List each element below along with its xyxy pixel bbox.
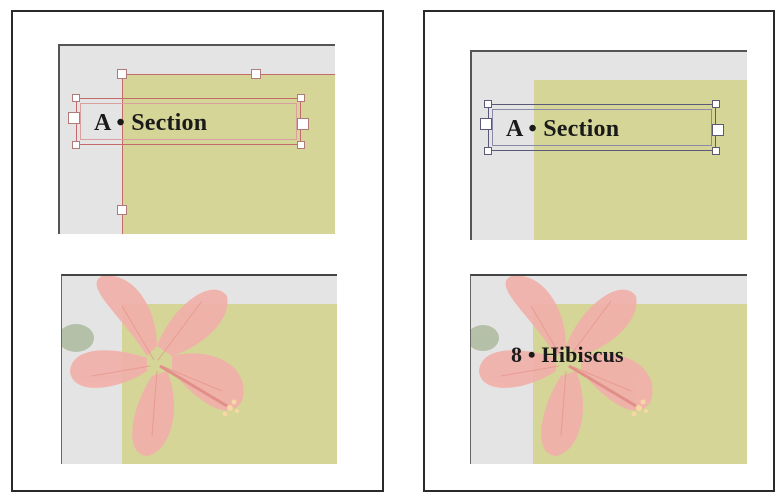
section-page-text: 8 • Hibiscus <box>511 342 624 367</box>
text-frame-handle[interactable] <box>712 147 720 155</box>
right-page: A • Section 8 • Hibiscus <box>423 10 775 492</box>
text-frame-handle[interactable] <box>72 94 80 102</box>
right-document-frame: 8 • Hibiscus <box>470 274 747 464</box>
text-frame-handle[interactable] <box>484 100 492 108</box>
text-frame-inner <box>492 109 712 146</box>
text-frame-handle[interactable] <box>72 141 80 149</box>
out-port[interactable] <box>297 118 309 130</box>
hibiscus-flower-image <box>62 276 244 456</box>
out-port[interactable] <box>712 124 724 136</box>
graphic-frame-selection[interactable] <box>122 74 335 234</box>
right-master-frame: A • Section <box>470 50 747 240</box>
text-frame-handle[interactable] <box>297 141 305 149</box>
left-master-frame: A • Section <box>58 44 335 234</box>
section-marker-text: A • Section <box>506 116 620 142</box>
left-page: A • Section <box>11 10 384 492</box>
text-frame-handle[interactable] <box>297 94 305 102</box>
graphic-frame-handle[interactable] <box>117 205 127 215</box>
section-marker-text: A • Section <box>94 110 208 136</box>
graphic-frame-handle[interactable] <box>251 69 261 79</box>
text-frame-inner <box>80 103 297 140</box>
green-block <box>534 80 747 240</box>
hibiscus-flower-image <box>471 276 653 456</box>
text-frame-handle[interactable] <box>712 100 720 108</box>
in-port[interactable] <box>68 112 80 124</box>
text-frame-handle[interactable] <box>484 147 492 155</box>
in-port[interactable] <box>480 118 492 130</box>
graphic-frame-handle[interactable] <box>117 69 127 79</box>
left-document-frame <box>61 274 337 464</box>
